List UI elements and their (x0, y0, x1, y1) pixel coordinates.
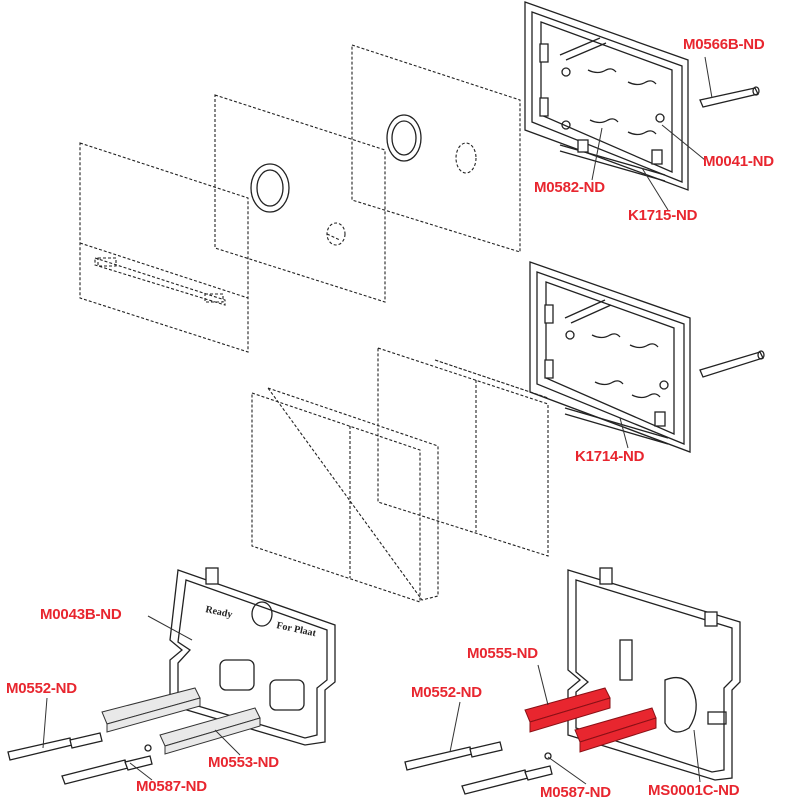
plate-c-dashed (351, 44, 521, 253)
label-m0552-left: M0552-ND (6, 680, 77, 697)
plate-brand-right-text: For Plaat (275, 620, 317, 639)
rod-m0566b (699, 86, 760, 108)
spacer-blocks-m0555-red (524, 687, 657, 753)
spacer-blocks-m0553 (101, 687, 261, 755)
label-m0041: M0041-ND (703, 153, 774, 170)
label-m0587-right: M0587-ND (540, 784, 611, 801)
leader-lines (42, 56, 713, 785)
mount-plate-ms0001c (567, 567, 741, 781)
frame-k1715 (524, 1, 689, 191)
plate-e-dashed (377, 347, 549, 557)
frame-k1714 (529, 261, 691, 453)
label-m0582: M0582-ND (534, 179, 605, 196)
label-m0552-right: M0552-ND (411, 684, 482, 701)
label-m0043b: M0043B-ND (40, 606, 122, 623)
label-k1715: K1715-ND (628, 207, 698, 224)
label-k1714: K1714-ND (575, 448, 645, 465)
plate-brand-left-text: Ready (204, 604, 233, 620)
label-m0555: M0555-ND (467, 645, 538, 662)
label-m0553: M0553-ND (208, 754, 279, 771)
label-ms0001c: MS0001C-ND (648, 782, 740, 799)
plate-a-dashed (79, 142, 249, 353)
plate-d-dashed (251, 386, 439, 603)
label-m0566b: M0566B-ND (683, 36, 765, 53)
rod-k1714 (699, 350, 765, 378)
screws-anchors-left (7, 732, 153, 785)
label-m0587-left: M0587-ND (136, 778, 207, 795)
screws-anchors-right (404, 741, 553, 795)
plate-b-dashed (214, 94, 386, 303)
